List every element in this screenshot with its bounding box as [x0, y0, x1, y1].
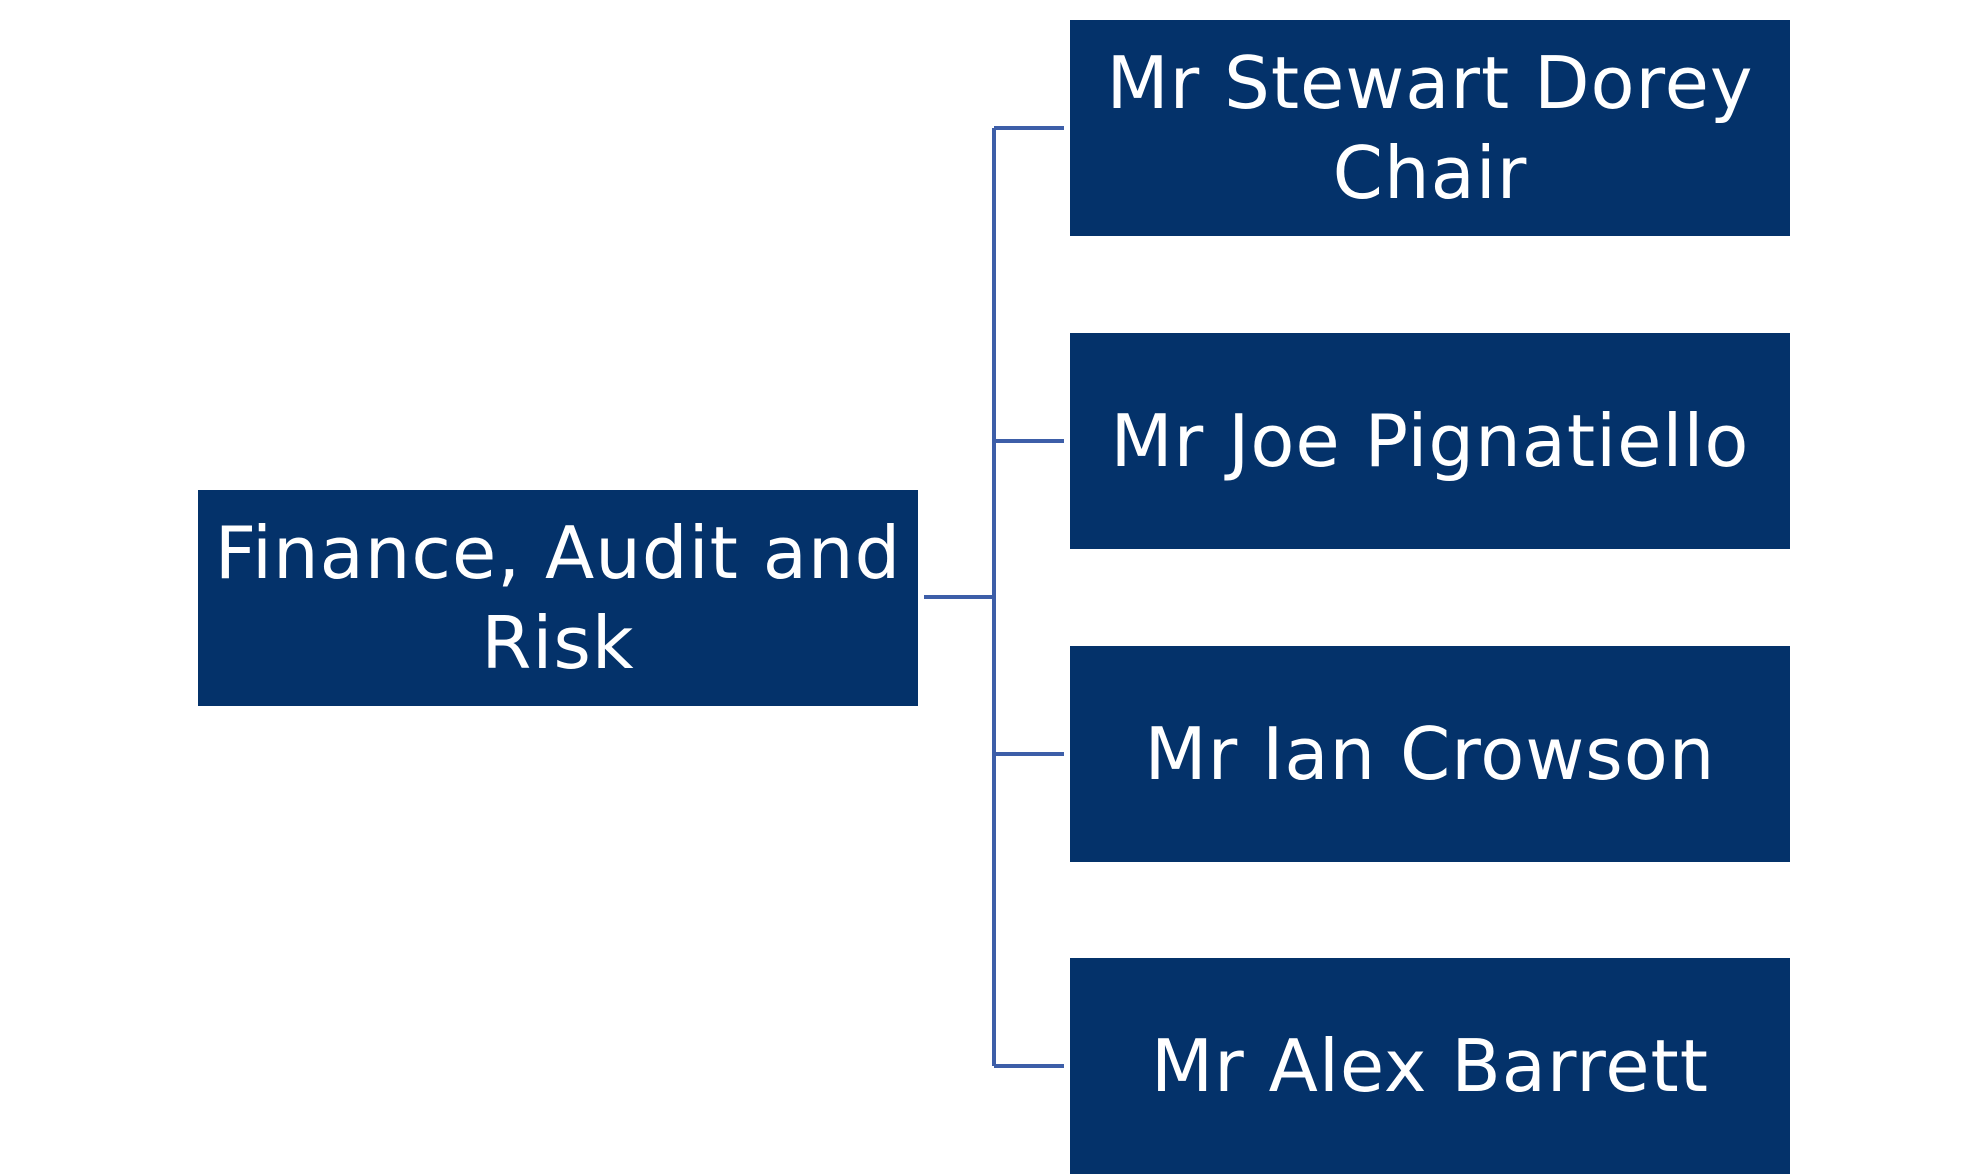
member-name: Mr Stewart Dorey — [1106, 41, 1754, 125]
member-name: Mr Ian Crowson — [1144, 712, 1716, 796]
member-role: Chair — [1332, 131, 1528, 215]
committee-name-line-2: Risk — [481, 601, 635, 685]
member-box-ian-crowson: Mr Ian Crowson — [1070, 646, 1790, 862]
committee-box: Finance, Audit and Risk — [198, 490, 918, 706]
member-box-alex-barrett: Mr Alex Barrett — [1070, 958, 1790, 1174]
member-box-joe-pignatiello: Mr Joe Pignatiello — [1070, 333, 1790, 549]
member-name: Mr Joe Pignatiello — [1110, 399, 1750, 483]
member-box-stewart-dorey: Mr Stewart Dorey Chair — [1070, 20, 1790, 236]
committee-name-line-1: Finance, Audit and — [214, 511, 902, 595]
member-name: Mr Alex Barrett — [1150, 1024, 1710, 1108]
